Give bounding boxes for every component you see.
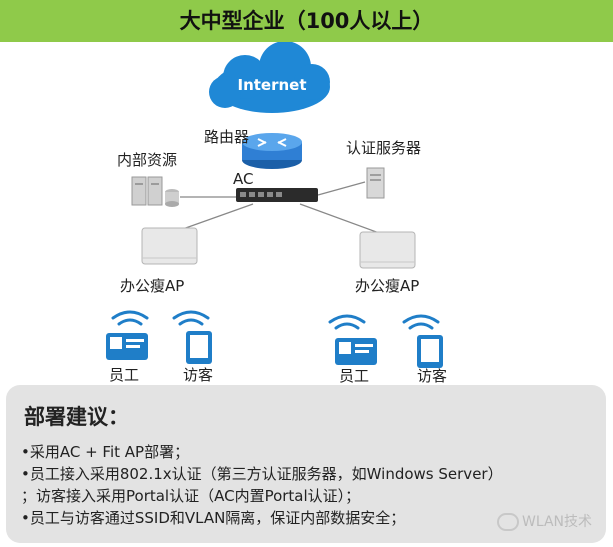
ac-switch-icon: [236, 188, 318, 202]
network-topology: Internet: [106, 42, 443, 368]
recommendation-line: •员工与访客通过SSID和VLAN隔离，保证内部数据安全；: [21, 509, 406, 527]
recommendation-title: 部署建议：: [24, 405, 129, 429]
ac-label: AC: [233, 170, 254, 188]
internal-resource-label: 内部资源: [117, 151, 178, 169]
guest-tablet-left-icon: [186, 331, 212, 364]
staff-left-label: 员工: [109, 366, 140, 384]
watermark: WLAN技术: [496, 511, 592, 531]
recommendation-line: ；访客接入采用Portal认证（AC内置Portal认证）；: [21, 487, 361, 505]
router-label: 路由器: [204, 128, 250, 146]
ap-left-icon: [141, 227, 198, 265]
staff-right-label: 员工: [339, 367, 370, 385]
watermark-text: WLAN技术: [521, 514, 592, 530]
auth-server-icon: [366, 167, 385, 199]
internet-cloud-icon: [209, 42, 330, 113]
wifi-signal-icon: [111, 310, 440, 330]
staff-badge-right-icon: [335, 338, 377, 365]
link-ac-ap-left: [179, 203, 254, 231]
link-ac-auth: [317, 181, 366, 196]
ap-right-label: 办公瘦AP: [355, 277, 420, 295]
topology-links: [179, 181, 383, 235]
wechat-icon: [496, 513, 519, 531]
auth-server-label: 认证服务器: [346, 139, 422, 157]
page-title: 大中型企业（100人以上）: [0, 0, 613, 42]
recommendation-panel: 部署建议： •采用AC + Fit AP部署； •员工接入采用802.1x认证（…: [6, 385, 606, 543]
ap-right-icon: [359, 231, 416, 269]
internet-label: Internet: [237, 76, 306, 94]
internal-server-icon: [131, 176, 179, 207]
staff-badge-left-icon: [106, 333, 148, 360]
guest-left-label: 访客: [183, 366, 214, 384]
guest-right-label: 访客: [417, 367, 448, 385]
recommendation-line: •采用AC + Fit AP部署；: [21, 443, 190, 461]
guest-tablet-right-icon: [417, 335, 443, 368]
recommendation-line: •员工接入采用802.1x认证（第三方认证服务器，如Windows Server…: [21, 465, 503, 483]
link-ac-ap-right: [299, 203, 383, 235]
router-icon: [242, 133, 302, 169]
ap-left-label: 办公瘦AP: [120, 277, 185, 295]
